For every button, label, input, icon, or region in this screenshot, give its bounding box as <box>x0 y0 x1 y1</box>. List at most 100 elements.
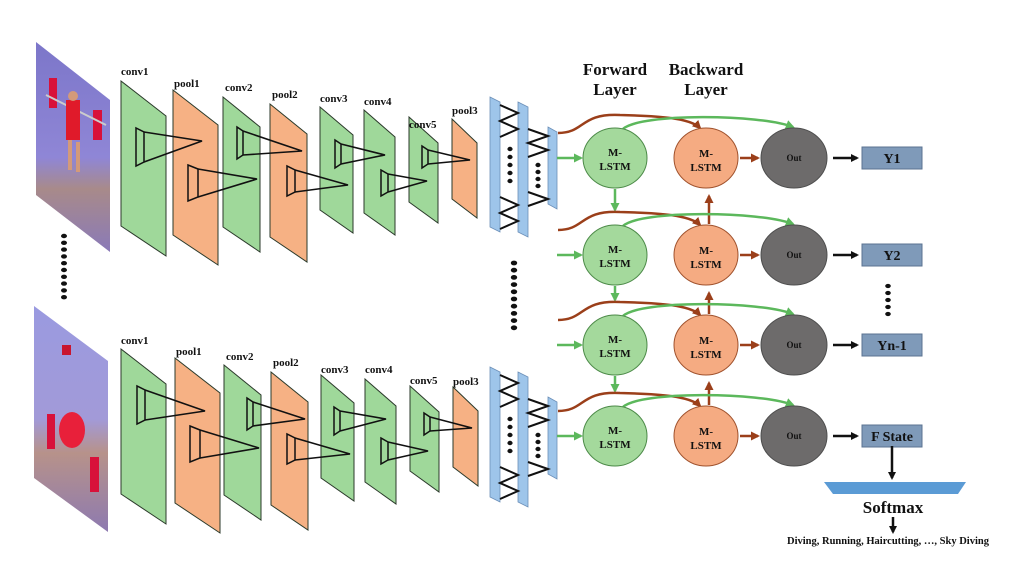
forward-cell-label-line1: M- <box>608 244 622 256</box>
ellipsis-dot <box>510 275 518 280</box>
forward-header-line1: Forward <box>583 60 648 79</box>
ellipsis-dot <box>510 267 518 273</box>
backward-cell-label-line1: M- <box>699 148 713 160</box>
output-node <box>760 405 828 467</box>
output-node-label: Out <box>786 431 801 441</box>
feature-projection-lines <box>427 149 471 165</box>
backward-cell-label-line1: M- <box>699 245 713 257</box>
backward-m-lstm-cell <box>673 224 739 286</box>
conv5-layer <box>409 384 440 493</box>
ellipsis-dot <box>61 254 67 259</box>
backward-header-line1: Backward <box>669 60 744 79</box>
ellipsis-dot <box>510 318 518 323</box>
conv2-label: conv2 <box>225 82 253 94</box>
backward-m-lstm-cell <box>673 127 739 189</box>
fc-connections <box>497 466 521 500</box>
fc-layer-3 <box>547 396 558 480</box>
input-to-backward-arrow <box>557 391 702 413</box>
ellipsis-dot <box>510 282 518 287</box>
forward-m-lstm-cell <box>582 224 648 286</box>
feature-projection-lines <box>199 429 260 459</box>
ellipsis-dot <box>510 296 518 302</box>
input-frame-bottom <box>34 306 108 532</box>
feature-projection-lines <box>387 173 428 193</box>
forward-cell-label-line1: M- <box>608 147 622 159</box>
conv1-label: conv1 <box>121 335 149 347</box>
feature-projection-lines <box>294 169 349 193</box>
fully-connected-layers-bottom <box>489 366 558 508</box>
fc-layer-1 <box>489 96 501 233</box>
feature-projection-lines <box>339 410 387 432</box>
conv3-label: conv3 <box>321 364 349 376</box>
input-to-backward-arrow <box>557 300 702 322</box>
fc-connections <box>524 398 552 428</box>
pool3-label: pool3 <box>453 376 479 388</box>
backward-cell-label-line2: LSTM <box>690 259 722 271</box>
ellipsis-dot <box>885 304 891 310</box>
prediction-box <box>861 333 923 357</box>
ellipsis-dot <box>61 281 67 286</box>
pool3-label: pool3 <box>452 105 478 117</box>
conv3-layer <box>319 105 354 234</box>
backward-cell-label-line1: M- <box>699 335 713 347</box>
fc-layer-2 <box>517 101 529 238</box>
fully-connected-layers-top <box>489 96 558 238</box>
prediction-box <box>861 243 923 267</box>
pool1-label: pool1 <box>176 346 202 358</box>
output-node <box>760 224 828 286</box>
backward-cell-label-line1: M- <box>699 426 713 438</box>
ellipsis-dot <box>61 247 67 252</box>
backward-cell-label-line2: LSTM <box>690 440 722 452</box>
fc-layer-2 <box>517 371 529 508</box>
ellipsis-dot <box>507 146 513 152</box>
ellipsis-dot <box>61 233 67 239</box>
conv2-label: conv2 <box>226 351 254 363</box>
input-to-backward-arrow <box>557 113 702 135</box>
prediction-box <box>861 146 923 170</box>
ellipsis-dot <box>61 288 67 293</box>
forward-to-out-arrow <box>622 212 795 228</box>
ellipsis-dot <box>507 416 513 422</box>
ellipsis-dot <box>535 162 541 168</box>
forward-to-out-arrow <box>622 302 795 318</box>
ellipsis-dot <box>535 176 541 182</box>
pool2-label: pool2 <box>272 89 298 101</box>
pool3-layer <box>451 117 478 220</box>
feature-projection-lines <box>294 437 351 461</box>
weightlifter-figure <box>45 78 107 172</box>
ellipsis-dot <box>507 154 513 160</box>
prediction-label: Y2 <box>883 249 900 264</box>
ellipsis-dot <box>507 178 513 184</box>
forward-to-out-arrow <box>622 115 795 131</box>
forward-header-line2: Layer <box>593 80 637 99</box>
sequence-ellipsis-dots <box>510 260 518 331</box>
pool2-label: pool2 <box>273 357 299 369</box>
forward-cell-label-line2: LSTM <box>599 439 631 451</box>
feature-projection-lines <box>429 416 473 432</box>
forward-cell-label-line1: M- <box>608 425 622 437</box>
forward-cell-label-line2: LSTM <box>599 348 631 360</box>
forward-m-lstm-cell <box>582 405 648 467</box>
output-node-label: Out <box>786 153 801 163</box>
forward-layer-header: Forward Layer <box>583 60 648 99</box>
ellipsis-dot <box>535 432 541 438</box>
ellipsis-dot <box>510 289 518 295</box>
ellipsis-dot <box>507 170 513 176</box>
input-to-backward-arrow <box>557 210 702 232</box>
ellipsis-dot <box>61 261 67 266</box>
pool1-label: pool1 <box>174 78 200 90</box>
backward-m-lstm-cell <box>673 405 739 467</box>
feature-projection-lines <box>242 130 303 156</box>
ellipsis-dot <box>507 448 513 454</box>
conv5-label: conv5 <box>410 375 438 387</box>
pool1-layer <box>174 356 221 534</box>
softmax-label: Softmax <box>863 498 924 517</box>
conv5-layer <box>408 115 439 224</box>
ellipsis-dot <box>535 439 541 445</box>
forward-cell-label-line2: LSTM <box>599 258 631 270</box>
feature-projection-lines <box>197 168 258 198</box>
